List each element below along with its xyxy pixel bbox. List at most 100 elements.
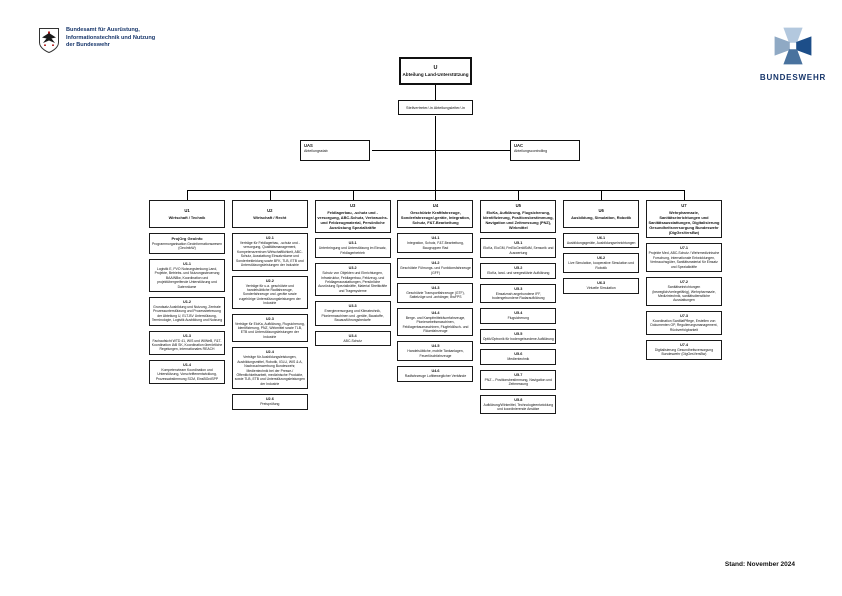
org-box-text: Verträge für u.a. geschützte und handels… — [238, 283, 301, 306]
org-box-code: U1.2 — [182, 299, 192, 304]
org-box-code: U5.7 — [514, 372, 523, 377]
org-box-code: U5.6 — [514, 352, 523, 357]
connector-stub-u4 — [435, 190, 436, 200]
agency-header: Bundesamt für Ausrüstung, Informationste… — [38, 27, 155, 59]
agency-name-line3: der Bundeswehr — [66, 42, 110, 49]
connector-stub-u5 — [518, 190, 519, 200]
org-box-code: U6.1 — [597, 236, 606, 240]
org-box-text: Geschützte Transportfahrzeuge (GTF), Sat… — [406, 290, 465, 300]
org-box-code: U4.3 — [431, 285, 440, 290]
org-box-code: U3.1 — [348, 241, 357, 246]
org-box-text: Grundsatz Ausbildung und Nutzung, Zentra… — [151, 304, 223, 323]
org-box-text: Sanitätseinrichtungen (beweglich/verlege… — [652, 285, 716, 303]
staff-label: Abteilungsstab — [304, 149, 328, 153]
org-box-code: U7.4 — [679, 343, 688, 348]
controlling-label: Abteilungscontrolling — [514, 149, 548, 153]
connector-stub-u1 — [187, 190, 188, 200]
bundeswehr-wordmark: BUNDESWEHR — [759, 73, 827, 82]
connector-stub-u7 — [684, 190, 685, 200]
connector-uas-uac — [372, 150, 510, 151]
org-box-text: Verträge für Feldlagerbau, -schutz und -… — [236, 241, 304, 268]
org-box-code: U5.3 — [514, 286, 523, 291]
org-box-text: Medientechnik — [507, 357, 530, 362]
unit-header-title: Wirtschaft / Recht — [253, 214, 287, 220]
org-box-text: Einsatznah angebundene IFF, bodengebunde… — [492, 291, 545, 300]
bundeswehr-brand: BUNDESWEHR — [748, 26, 838, 82]
org-box-text: Koordination SanMatPflege, Erstellen von… — [650, 318, 718, 332]
controlling-code: UAC — [514, 143, 524, 148]
org-box-code: U2.4 — [265, 350, 274, 355]
org-box-code: U3.3 — [348, 304, 357, 309]
org-box-code: U2.3 — [265, 316, 274, 321]
org-box-code: U7.1 — [679, 246, 688, 251]
connector-deputy-bus — [435, 116, 436, 190]
org-box-text: Aufklärung/Wirkmittel, Technologieentwic… — [483, 402, 554, 411]
unit-header-title: Wirtschaft / Technik — [168, 214, 206, 220]
org-box-code: U5.4 — [514, 311, 523, 316]
org-box-text: Projekte Med, ABC-Schutz / Wehrmedizinis… — [648, 251, 720, 269]
org-box-text: Virtuelle Simulation — [586, 286, 616, 291]
org-box-code: U1.3 — [182, 333, 192, 338]
unit-header-code: U7 — [681, 203, 687, 208]
org-box-text: Geschützte Führungs- und Funktionsfahrze… — [400, 266, 471, 275]
org-box-text: EloKa, EloGM, FmEloGerätSdM, Sensorik un… — [483, 246, 554, 255]
unit-box-u: U Abteilung Land-Unterstützung — [399, 57, 472, 85]
org-box-code: U7.2 — [679, 280, 688, 285]
org-box-text: Preisprüfung — [260, 402, 280, 407]
org-box-text: Logistik E, PVO Nutzungslenkung Land, Pr… — [154, 266, 220, 289]
connector-bus — [187, 190, 685, 191]
org-box-code: U1.4 — [182, 362, 192, 367]
org-box-code: U4.1 — [431, 236, 440, 241]
org-box-code: U4.5 — [431, 344, 440, 349]
staff-box-uas: UAS Abteilungsstab — [300, 140, 370, 161]
agency-name-line2: Informationstechnik und Nutzung — [66, 34, 156, 41]
org-box-text: Optik/Optronik für bodengebundene Aufklä… — [482, 336, 554, 341]
org-box-text: Live Simulation, kooperative Simulation … — [568, 261, 635, 270]
unit-header-title: Geschützte Kraftfahrzeuge, Sonderfahrzeu… — [400, 210, 471, 226]
connector-unit-deputy — [435, 85, 436, 100]
unit-header-code: U4 — [432, 203, 439, 208]
org-box-code: U5.2 — [514, 266, 523, 271]
org-box-code: U5.1 — [514, 241, 523, 246]
org-box-code: U6.3 — [597, 281, 606, 286]
org-box-code: U5.5 — [514, 331, 523, 336]
bundeswehr-cross-icon — [773, 27, 813, 70]
org-box-code: U6.2 — [597, 256, 606, 261]
org-box-text: Unterbringung und Unterstützung im Einsa… — [318, 246, 387, 255]
unit-code: U — [433, 65, 438, 71]
org-box-code: U3.2 — [348, 266, 357, 271]
unit-header-code: U3 — [349, 203, 356, 208]
connector-stub-u6 — [601, 190, 602, 200]
org-box-text: Flugsicherung — [507, 316, 529, 321]
connector-stub-u3 — [353, 190, 354, 200]
unit-header-code: U2 — [267, 207, 273, 213]
